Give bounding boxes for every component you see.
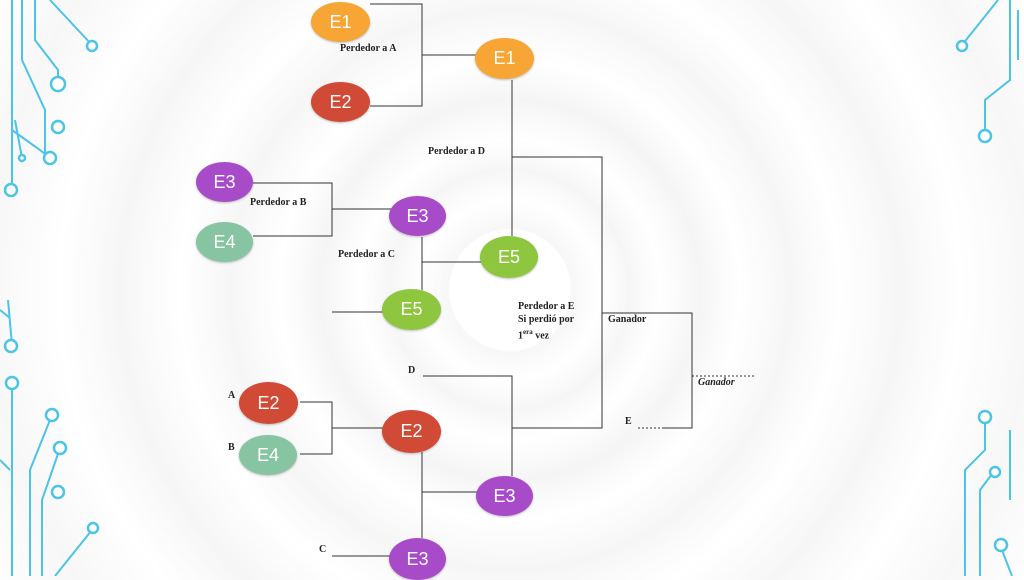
note-line-3-num: 1 — [518, 330, 523, 342]
node-e2-top: E2 — [311, 82, 370, 122]
node-e1-winner: E1 — [475, 38, 534, 79]
node-e3-mid: E3 — [389, 196, 446, 236]
label-perdedor-a: Perdedor a A — [340, 43, 397, 54]
node-label: E3 — [493, 485, 516, 506]
circuit-decoration-left — [0, 0, 93, 576]
bracket-lines — [253, 3, 693, 557]
node-label: E2 — [257, 392, 280, 413]
node-label: E5 — [497, 246, 521, 267]
label-ganador-final: Ganador — [698, 377, 735, 388]
node-e2-mid: E2 — [382, 410, 441, 453]
node-e4-b: E4 — [239, 435, 297, 475]
note-line-3: 1era vez — [518, 326, 574, 342]
label-a: A — [228, 390, 236, 401]
label-perdedor-b: Perdedor a B — [250, 197, 307, 208]
note-line-2: Si perdió por — [518, 314, 575, 325]
label-perdedor-d: Perdedor a D — [428, 146, 486, 157]
node-label: E2 — [329, 91, 352, 112]
label-ganador: Ganador — [608, 314, 647, 325]
label-d: D — [408, 365, 416, 376]
connector-e3-e4 — [253, 182, 333, 237]
node-label: E3 — [213, 171, 236, 192]
connector-e1-e2 — [370, 3, 423, 107]
label-c: C — [319, 544, 327, 555]
connector-upper-to-final — [512, 156, 603, 429]
connector-d-line — [423, 375, 513, 476]
note-line-3-sup: era — [523, 328, 533, 336]
label-b: B — [228, 442, 235, 453]
note-line-1: Perdedor a E — [518, 301, 575, 312]
circuit-nodes-left — [3, 39, 100, 535]
node-label: E2 — [400, 421, 423, 441]
connector-ganador — [602, 312, 693, 429]
node-e3-left: E3 — [196, 162, 253, 202]
circuit-decoration-right — [961, 0, 1019, 576]
label-perdedor-e: Perdedor a E Si perdió por 1era vez — [518, 300, 574, 342]
node-label: E4 — [256, 444, 280, 465]
connector-a-b — [300, 401, 333, 455]
node-label: E5 — [400, 299, 423, 319]
note-line-3-rest: vez — [532, 330, 550, 342]
node-e4-left: E4 — [196, 222, 253, 262]
node-label: E3 — [406, 548, 429, 569]
dashed-lines — [638, 375, 756, 429]
label-perdedor-c: Perdedor a C — [338, 249, 396, 260]
node-label: E1 — [493, 48, 516, 68]
node-e1-top: E1 — [311, 2, 370, 42]
node-label: E4 — [213, 231, 236, 252]
node-e2-a: E2 — [239, 382, 298, 424]
label-e: E — [625, 416, 632, 427]
node-label: E1 — [329, 11, 352, 32]
node-e5-right: E5 — [480, 236, 538, 278]
node-e5-left: E5 — [382, 289, 441, 330]
circuit-nodes-right — [955, 39, 1009, 553]
node-e3-bottom: E3 — [389, 538, 446, 580]
node-label: E3 — [406, 205, 429, 226]
node-e3-lower-right: E3 — [476, 476, 533, 516]
